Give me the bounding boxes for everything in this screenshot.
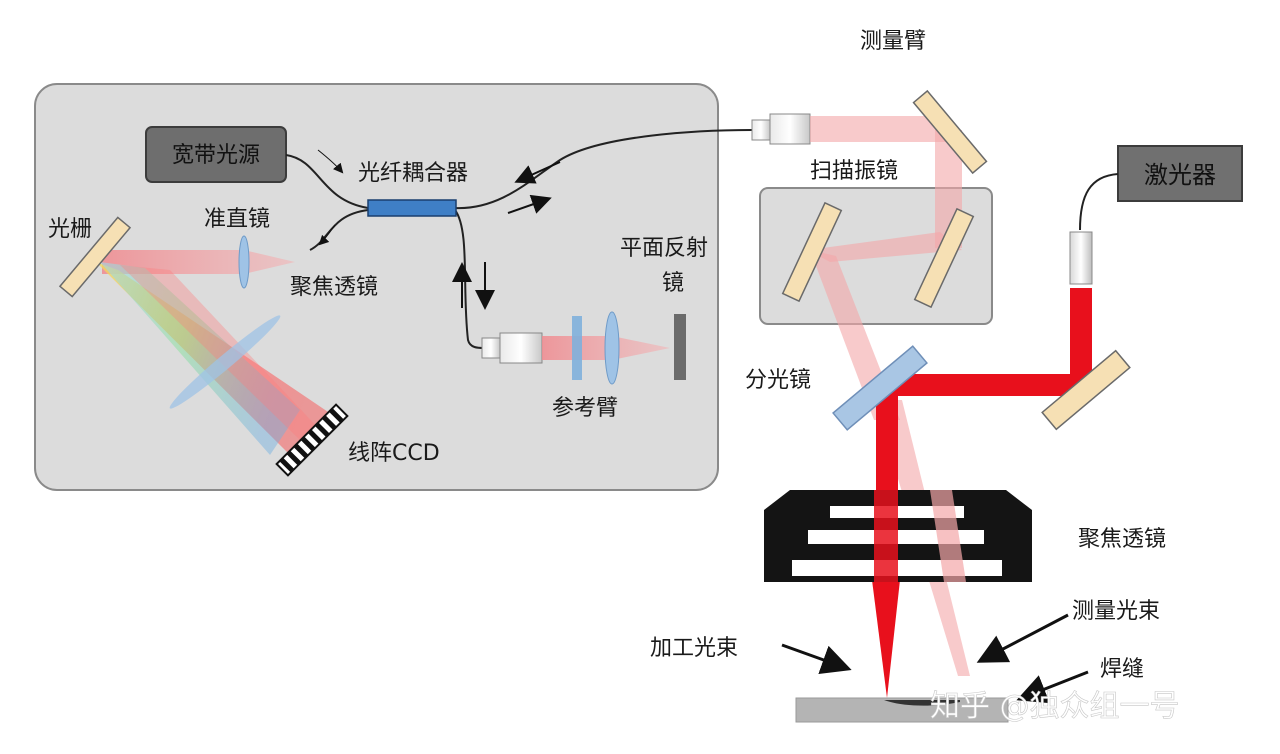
broadband-source-label: 宽带光源 xyxy=(172,143,260,168)
beam-splitter xyxy=(832,345,928,431)
laser-label: 激光器 xyxy=(1144,161,1216,189)
plane-mirror-label-line2: 镜 xyxy=(662,271,684,296)
beam-splitter-label: 分光镜 xyxy=(745,368,811,393)
inner-focus-lens-label: 聚焦透镜 xyxy=(290,275,378,300)
measurement-beam-arrow xyxy=(976,613,1069,663)
laser-fiber xyxy=(1079,173,1119,231)
processing-beam-label: 加工光束 xyxy=(650,636,738,661)
reference-arm-label: 参考臂 xyxy=(552,396,618,421)
grating-label: 光栅 xyxy=(48,217,92,242)
outer-focus-lens-label: 聚焦透镜 xyxy=(1078,527,1166,552)
measurement-fold-mirror xyxy=(912,89,988,175)
reference-collimator-body xyxy=(499,332,543,364)
galvo-mirror-right xyxy=(913,207,975,309)
processing-beam-through-lens xyxy=(874,490,898,582)
weld-seam xyxy=(884,700,960,706)
reference-fiber-ferrule xyxy=(481,337,501,359)
measurement-arm-label: 测量臂 xyxy=(860,29,926,54)
laser-collimator xyxy=(1069,231,1093,285)
collimator-label: 准直镜 xyxy=(204,207,270,232)
plane-mirror xyxy=(674,314,686,380)
diffracted-overlap xyxy=(120,265,320,440)
inner-focus-lens xyxy=(169,315,281,409)
reference-dispersion-plate xyxy=(572,316,582,380)
weld-seam-arrow xyxy=(1016,670,1089,704)
laser-fold-mirror xyxy=(1041,349,1131,431)
scan-galvo-label: 扫描振镜 xyxy=(810,159,898,184)
grating xyxy=(58,216,132,298)
line-ccd-label: 线阵CCD xyxy=(348,441,440,466)
measurement-collimator-body xyxy=(769,113,811,145)
measurement-beam-through-lens xyxy=(930,490,966,582)
collimator-lens xyxy=(238,235,250,289)
fiber-coupler-label: 光纤耦合器 xyxy=(358,161,468,186)
fibers xyxy=(285,129,753,349)
laser-box xyxy=(1117,145,1243,202)
watermark: 知乎 @独众组一号 xyxy=(930,689,1180,724)
plane-mirror-label-line1: 平面反射 xyxy=(620,236,708,261)
galvo-mirror-left xyxy=(781,201,843,303)
measurement-beam-label: 测量光束 xyxy=(1072,599,1160,624)
processing-beam-arrow xyxy=(781,643,852,674)
reference-lens xyxy=(604,311,620,385)
measurement-fiber-ferrule xyxy=(751,119,771,141)
weld-seam-label: 焊缝 xyxy=(1100,657,1144,682)
interferometer-panel xyxy=(34,83,719,491)
dispersed-spectrum-cool xyxy=(100,262,300,455)
line-ccd xyxy=(275,403,349,477)
fiber-coupler xyxy=(367,199,457,217)
direction-arrows xyxy=(317,149,561,310)
broadband-source-box xyxy=(145,126,287,183)
